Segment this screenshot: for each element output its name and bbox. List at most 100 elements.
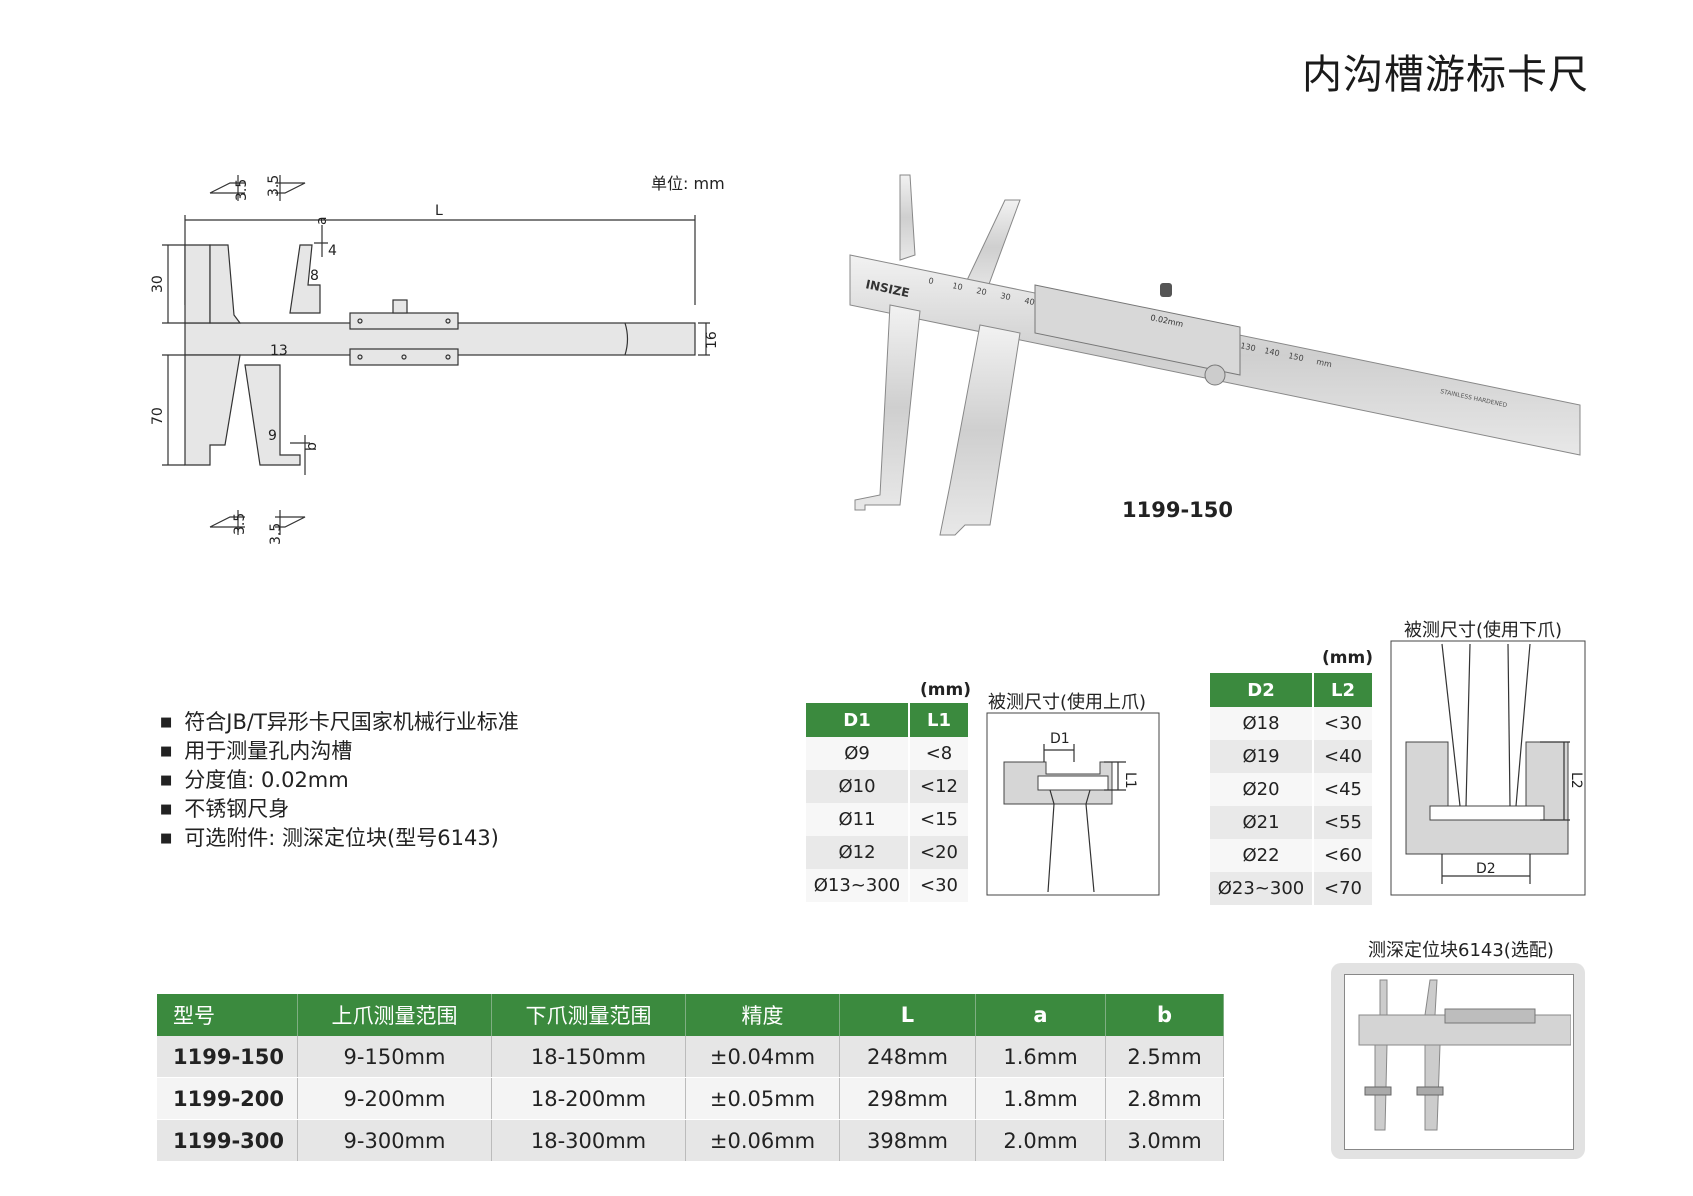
svg-text:130: 130 [1240, 341, 1257, 353]
d2-cell: Ø18 [1210, 707, 1314, 740]
l1-cell: <20 [909, 836, 970, 869]
diagram-l1: L1 [1122, 772, 1138, 789]
dim-3-5-c: 3.5 [232, 513, 248, 535]
accuracy-cell: ±0.06mm [685, 1119, 840, 1162]
lower-range-cell: 18-200mm [491, 1077, 686, 1120]
feature-item: 可选附件: 测深定位块(型号6143) [160, 824, 519, 853]
L-cell: 298mm [839, 1077, 976, 1120]
svg-text:40: 40 [1024, 296, 1036, 307]
a-cell: 2.0mm [975, 1119, 1106, 1162]
table-row: 1199-300 9-300mm 18-300mm ±0.06mm 398mm … [157, 1119, 1224, 1162]
d2-cell: Ø22 [1210, 839, 1314, 872]
slider [1034, 284, 1241, 376]
b-cell: 2.5mm [1105, 1036, 1224, 1078]
dim-4: 4 [328, 243, 337, 259]
feature-item: 分度值: 0.02mm [160, 766, 519, 795]
col-upper-range: 上爪测量范围 [297, 994, 492, 1036]
col-lower-range: 下爪测量范围 [491, 994, 686, 1036]
lower-jaw-caption: 被测尺寸(使用下爪) [1404, 620, 1563, 641]
l1-cell: <8 [909, 737, 970, 770]
l2-cell: <30 [1313, 707, 1374, 740]
L-cell: 248mm [839, 1036, 976, 1078]
diagram-d1: D1 [1050, 731, 1070, 747]
d2-cell: Ø23~300 [1210, 872, 1314, 905]
model-cell: 1199-200 [157, 1077, 298, 1120]
col-d1: D1 [806, 703, 910, 737]
accessory-photo [1358, 979, 1571, 1131]
svg-text:0: 0 [928, 276, 935, 286]
diagram-d2: D2 [1476, 861, 1496, 877]
col-accuracy: 精度 [685, 994, 840, 1036]
technical-drawing: 3.5 3.5 L 16 30 8 a 4 70 13 9 b 3.5 3.5 [150, 175, 720, 545]
l2-cell: <60 [1313, 839, 1374, 872]
col-d2: D2 [1210, 673, 1314, 707]
d1-cell: Ø12 [806, 836, 910, 869]
upper-jaw-table: D1 L1 Ø9<8 Ø10<12 Ø11<15 Ø12<20 Ø13~300<… [806, 703, 970, 902]
dim-70: 70 [150, 407, 166, 425]
col-l2: L2 [1313, 673, 1374, 707]
lower-range-cell: 18-150mm [491, 1036, 686, 1078]
d2-cell: Ø20 [1210, 773, 1314, 806]
upper-range-cell: 9-200mm [297, 1077, 492, 1120]
d1-cell: Ø11 [806, 803, 910, 836]
dim-13: 13 [270, 343, 288, 359]
dim-30: 30 [150, 275, 166, 293]
diagram-l2: L2 [1568, 772, 1584, 789]
upper-jaw-caption: 被测尺寸(使用上爪) [988, 692, 1147, 713]
l2-cell: <55 [1313, 806, 1374, 839]
svg-text:150: 150 [1288, 351, 1305, 363]
feature-item: 不锈钢尺身 [160, 795, 519, 824]
dim-8: 8 [310, 268, 319, 284]
l2-cell: <40 [1313, 740, 1374, 773]
photo-model-label: 1199-150 [1122, 498, 1233, 522]
table-row: 1199-150 9-150mm 18-150mm ±0.04mm 248mm … [157, 1036, 1224, 1078]
upper-jaw-diagram: D1 L1 [986, 712, 1160, 896]
col-l1: L1 [909, 703, 970, 737]
a-cell: 1.8mm [975, 1077, 1106, 1120]
d1-cell: Ø10 [806, 770, 910, 803]
d1-cell: Ø9 [806, 737, 910, 770]
L-cell: 398mm [839, 1119, 976, 1162]
lower-tip-detail: 3.5 3.5 [209, 510, 306, 545]
thumb-screw [392, 299, 408, 314]
d2-cell: Ø21 [1210, 806, 1314, 839]
lower-jaw-unit: (mm) [1322, 648, 1373, 668]
lower-range-cell: 18-300mm [491, 1119, 686, 1162]
spec-table: 型号 上爪测量范围 下爪测量范围 精度 L a b 1199-150 9-150… [157, 994, 1224, 1162]
col-L: L [839, 994, 976, 1036]
svg-text:10: 10 [952, 281, 964, 292]
feature-item: 用于测量孔内沟槽 [160, 737, 519, 766]
accuracy-cell: ±0.05mm [685, 1077, 840, 1120]
dim-9: 9 [268, 428, 277, 444]
feature-list: 符合JB/T异形卡尺国家机械行业标准 用于测量孔内沟槽 分度值: 0.02mm … [160, 708, 519, 853]
dim-3-5-b: 3.5 [266, 175, 282, 197]
col-model: 型号 [157, 994, 298, 1036]
svg-text:mm: mm [1316, 357, 1333, 369]
model-cell: 1199-300 [157, 1119, 298, 1162]
dim-3-5-a: 3.5 [234, 179, 250, 201]
l1-cell: <12 [909, 770, 970, 803]
feature-item: 符合JB/T异形卡尺国家机械行业标准 [160, 708, 519, 737]
product-photo: INSIZE 0 10 20 30 40 50 60 70 80 90 100 … [849, 174, 1581, 536]
dim-b: b [304, 442, 320, 451]
a-cell: 1.6mm [975, 1036, 1106, 1078]
accessory-caption: 测深定位块6143(选配) [1368, 940, 1554, 961]
b-cell: 3.0mm [1105, 1119, 1224, 1162]
model-cell: 1199-150 [157, 1036, 298, 1078]
upper-jaw-unit: (mm) [920, 680, 971, 700]
dim-16: 16 [704, 331, 720, 349]
accuracy-cell: ±0.04mm [685, 1036, 840, 1078]
svg-text:30: 30 [1000, 291, 1012, 302]
slider-bottom [349, 348, 459, 366]
lower-jaw-diagram: L2 D2 [1390, 640, 1586, 896]
slider-top [349, 312, 459, 330]
upper-tip-detail: 3.5 3.5 [209, 175, 306, 201]
col-b: b [1105, 994, 1224, 1036]
dim-L: L [435, 203, 443, 219]
dim-a: a [314, 216, 330, 225]
svg-text:20: 20 [976, 286, 988, 297]
upper-range-cell: 9-300mm [297, 1119, 492, 1162]
upper-range-cell: 9-150mm [297, 1036, 492, 1078]
d2-cell: Ø19 [1210, 740, 1314, 773]
table-row: 1199-200 9-200mm 18-200mm ±0.05mm 298mm … [157, 1077, 1224, 1120]
